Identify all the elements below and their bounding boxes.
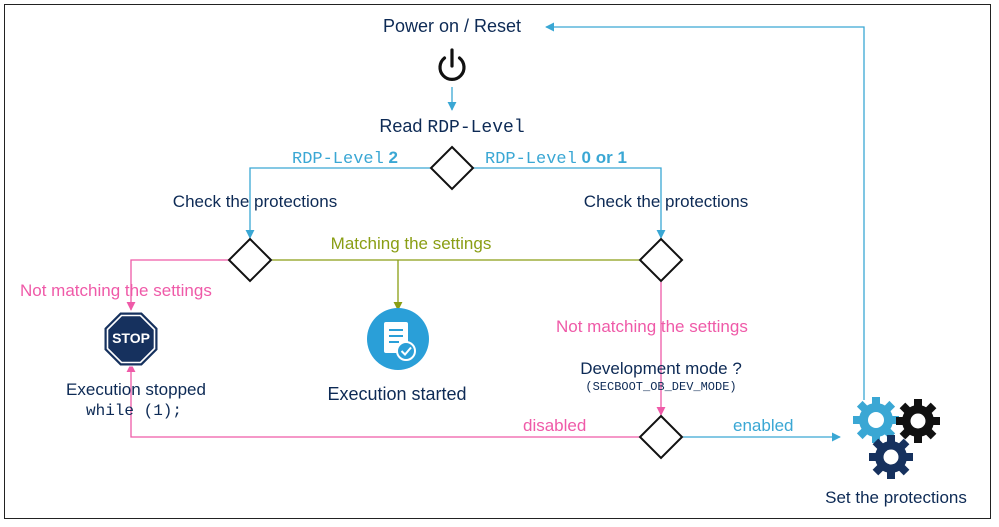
diagram-frame bbox=[4, 4, 991, 519]
disabled-line bbox=[126, 363, 640, 438]
branch-left-label: RDP-Level 2 bbox=[292, 148, 398, 169]
while-loop-code: while (1); bbox=[85, 402, 183, 420]
decision-check-left bbox=[227, 237, 273, 283]
execution-stopped-label: Execution stopped bbox=[66, 380, 206, 399]
disabled-label: disabled bbox=[523, 416, 587, 435]
gears-icon bbox=[853, 397, 940, 479]
branch-right-code: RDP-Level bbox=[485, 150, 577, 169]
branch-right-line bbox=[473, 167, 666, 239]
power-icon bbox=[438, 48, 466, 81]
execution-started-label: Execution started bbox=[327, 384, 467, 404]
branch-right-label: RDP-Level 0 or 1 bbox=[485, 148, 627, 169]
matching-label: Matching the settings bbox=[330, 234, 492, 253]
stop-sign-icon bbox=[103, 311, 159, 367]
read-prefix: Read bbox=[379, 116, 428, 136]
read-code: RDP-Level bbox=[427, 118, 525, 138]
decision-rdp-level bbox=[429, 145, 475, 191]
branch-left-line bbox=[245, 167, 430, 239]
dev-mode-code: (SECBOOT_OB_DEV_MODE) bbox=[585, 380, 737, 394]
read-rdp-label: Read RDP-Level bbox=[379, 116, 524, 138]
decision-check-right bbox=[638, 237, 684, 283]
dev-mode-question: Development mode ? bbox=[580, 359, 742, 378]
stop-sign-text: STOP bbox=[112, 330, 150, 346]
decision-dev-mode bbox=[638, 414, 684, 460]
branch-left-value: 2 bbox=[383, 148, 399, 167]
not-matching-right-label: Not matching the settings bbox=[556, 317, 748, 336]
enabled-label: enabled bbox=[733, 416, 794, 435]
not-matching-left-label: Not matching the settings bbox=[20, 281, 212, 300]
check-right-label: Check the protections bbox=[583, 192, 749, 211]
check-left-label: Check the protections bbox=[172, 192, 338, 211]
document-check-icon bbox=[367, 308, 429, 370]
loop-back-arrow bbox=[545, 22, 865, 400]
not-matching-left-line bbox=[126, 259, 229, 311]
power-reset-label: Power on / Reset bbox=[382, 16, 522, 36]
branch-left-code: RDP-Level bbox=[292, 150, 384, 169]
branch-right-value: 0 or 1 bbox=[576, 148, 627, 167]
set-protections-label: Set the protections bbox=[825, 488, 967, 507]
